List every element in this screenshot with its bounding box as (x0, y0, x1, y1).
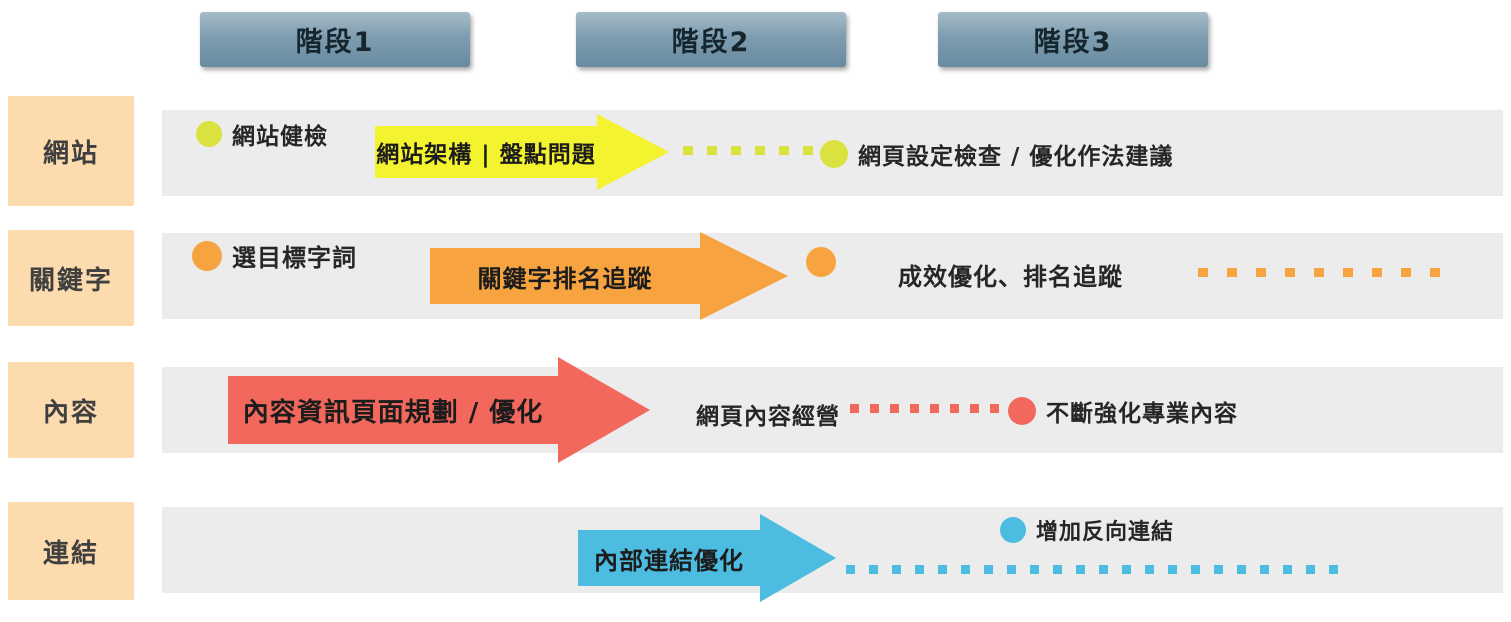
content-end-milestone: 不斷強化專業內容 (1008, 394, 1238, 428)
website-end-dot-icon (820, 140, 848, 168)
link-end-label: 增加反向連結 (1036, 520, 1175, 545)
content-mid-milestone: 網頁內容經營 (696, 397, 840, 431)
category-website: 網站 (8, 96, 134, 206)
link-arrow: 內部連結優化 (578, 514, 836, 602)
phase-header-1: 階段1 (200, 12, 470, 67)
link-end-dot-icon (1000, 517, 1026, 543)
website-dotted-line (683, 146, 818, 155)
category-keyword: 關鍵字 (8, 230, 134, 326)
link-arrow-label: 內部連結優化 (578, 530, 760, 586)
content-arrow-label: 內容資訊頁面規劃 / 優化 (228, 376, 558, 444)
content-arrow-head-icon (558, 357, 650, 463)
keyword-arrow-label: 關鍵字排名追蹤 (430, 248, 700, 304)
keyword-mid-dot-icon (806, 247, 836, 277)
link-dotted-line (846, 565, 1338, 574)
website-start-label: 網站健檢 (232, 124, 328, 150)
content-end-dot-icon (1008, 397, 1036, 425)
link-arrow-head-icon (760, 514, 836, 602)
category-link: 連結 (8, 502, 134, 600)
website-start-milestone: 網站健檢 (196, 117, 328, 151)
phase-header-3: 階段3 (938, 12, 1208, 67)
link-end-milestone: 增加反向連結 (1000, 514, 1174, 546)
keyword-end-label: 成效優化、排名追蹤 (898, 263, 1123, 291)
content-mid-label: 網頁內容經營 (696, 404, 840, 430)
category-content: 內容 (8, 362, 134, 458)
website-arrow-label: 網站架構 | 盤點問題 (375, 126, 597, 178)
website-end-milestone: 網頁設定檢查 / 優化作法建議 (820, 137, 1173, 171)
content-dotted-line (850, 404, 1002, 413)
keyword-arrow: 關鍵字排名追蹤 (430, 232, 788, 320)
keyword-start-dot-icon (192, 240, 222, 271)
website-arrow: 網站架構 | 盤點問題 (375, 114, 669, 190)
keyword-dotted-line (1198, 268, 1440, 277)
keyword-start-label: 選目標字詞 (232, 244, 357, 272)
content-arrow: 內容資訊頁面規劃 / 優化 (228, 357, 650, 463)
website-start-dot-icon (196, 121, 222, 147)
keyword-end-milestone: 成效優化、排名追蹤 (898, 257, 1123, 292)
phase-header-2: 階段2 (576, 12, 846, 67)
website-arrow-head-icon (597, 114, 669, 190)
website-end-label: 網頁設定檢查 / 優化作法建議 (858, 144, 1174, 170)
keyword-arrow-head-icon (700, 232, 788, 320)
content-end-label: 不斷強化專業內容 (1046, 401, 1238, 427)
keyword-start-milestone: 選目標字詞 (192, 238, 357, 273)
